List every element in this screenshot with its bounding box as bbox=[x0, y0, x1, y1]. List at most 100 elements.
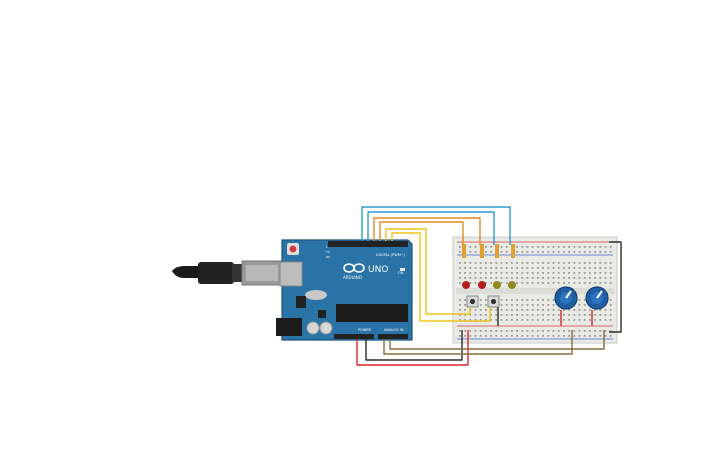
led-yellow-2[interactable] bbox=[508, 281, 516, 289]
breadboard-hole bbox=[531, 277, 534, 279]
breadboard-hole bbox=[485, 246, 487, 248]
wire-yellow bbox=[391, 232, 491, 322]
breadboard-hole bbox=[459, 319, 461, 321]
wire-orange bbox=[379, 221, 464, 245]
potentiometer-2[interactable] bbox=[585, 286, 609, 310]
breadboard-hole bbox=[469, 282, 472, 284]
breadboard-hole bbox=[578, 335, 581, 337]
microcontroller-chip bbox=[336, 304, 408, 322]
breadboard-hole bbox=[500, 309, 503, 311]
wires bbox=[356, 206, 622, 366]
breadboard-hole bbox=[599, 267, 602, 269]
wire-blue bbox=[367, 211, 495, 245]
breadboard-hole bbox=[552, 277, 555, 279]
breadboard-hole bbox=[521, 335, 524, 337]
breadboard-hole bbox=[511, 299, 513, 301]
led-red-2[interactable] bbox=[478, 281, 486, 289]
breadboard-hole bbox=[573, 282, 576, 284]
breadboard-hole bbox=[531, 272, 534, 274]
breadboard-hole bbox=[557, 262, 560, 264]
breadboard-hole bbox=[464, 299, 466, 301]
breadboard-hole bbox=[505, 319, 508, 321]
breadboard-hole bbox=[542, 277, 544, 279]
led-yellow-1[interactable] bbox=[493, 281, 501, 289]
breadboard-hole bbox=[469, 272, 472, 274]
breadboard-hole bbox=[609, 304, 612, 306]
breadboard-hole bbox=[537, 277, 539, 279]
breadboard-hole bbox=[568, 282, 570, 284]
potentiometer-1[interactable] bbox=[554, 286, 578, 310]
breadboard-hole bbox=[557, 309, 560, 311]
breadboard-hole bbox=[573, 267, 576, 269]
breadboard-hole bbox=[578, 262, 581, 264]
breadboard-hole bbox=[594, 246, 596, 248]
breadboard-hole bbox=[526, 309, 529, 311]
breadboard-hole bbox=[505, 262, 508, 264]
breadboard-hole bbox=[500, 335, 503, 337]
breadboard-hole bbox=[557, 319, 560, 321]
breadboard-hole bbox=[459, 299, 461, 301]
breadboard-hole bbox=[557, 314, 560, 316]
breadboard-hole bbox=[542, 251, 544, 253]
breadboard-hole bbox=[516, 309, 518, 311]
breadboard-hole bbox=[609, 299, 612, 301]
breadboard-hole bbox=[516, 314, 518, 316]
breadboard-hole bbox=[542, 304, 544, 306]
wire-blue bbox=[361, 206, 511, 245]
wire-red bbox=[356, 330, 469, 366]
breadboard-hole bbox=[537, 309, 539, 311]
breadboard-hole bbox=[557, 277, 560, 279]
breadboard-hole bbox=[542, 282, 544, 284]
breadboard-hole bbox=[589, 277, 591, 279]
breadboard-hole bbox=[516, 304, 518, 306]
breadboard-holes bbox=[459, 246, 612, 337]
led-row bbox=[462, 281, 516, 289]
breadboard-hole bbox=[516, 330, 518, 332]
led-red-1[interactable] bbox=[462, 281, 470, 289]
breadboard-hole bbox=[552, 267, 555, 269]
breadboard-hole bbox=[557, 272, 560, 274]
breadboard-hole bbox=[511, 309, 513, 311]
breadboard-hole bbox=[552, 251, 555, 253]
breadboard-hole bbox=[547, 314, 550, 316]
breadboard-hole bbox=[521, 319, 524, 321]
breadboard-hole bbox=[578, 282, 581, 284]
breadboard-hole bbox=[578, 330, 581, 332]
breadboard-hole bbox=[589, 282, 591, 284]
breadboard-hole bbox=[604, 277, 607, 279]
breadboard-hole bbox=[547, 262, 550, 264]
breadboard-hole bbox=[594, 272, 596, 274]
breadboard-hole bbox=[609, 335, 612, 337]
breadboard-hole bbox=[599, 335, 602, 337]
breadboard-hole bbox=[599, 319, 602, 321]
breadboard-hole bbox=[531, 251, 534, 253]
breadboard-hole bbox=[464, 335, 466, 337]
breadboard-hole bbox=[490, 282, 492, 284]
breadboard-hole bbox=[583, 299, 586, 301]
breadboard-hole bbox=[552, 282, 555, 284]
breadboard-hole bbox=[490, 277, 492, 279]
breadboard-hole bbox=[464, 314, 466, 316]
breadboard-hole bbox=[542, 299, 544, 301]
usb-cable[interactable] bbox=[172, 260, 283, 286]
breadboard-hole bbox=[531, 282, 534, 284]
breadboard-hole bbox=[568, 330, 570, 332]
breadboard-hole bbox=[578, 304, 581, 306]
arduino-board[interactable]: UNO ARDUINO DIGITAL (PWM~) POWER ANALOG … bbox=[276, 239, 413, 341]
breadboard-hole bbox=[609, 314, 612, 316]
breadboard-hole bbox=[459, 330, 461, 332]
breadboard-hole bbox=[516, 267, 518, 269]
breadboard-hole bbox=[464, 309, 466, 311]
breadboard-hole bbox=[537, 299, 539, 301]
breadboard-hole bbox=[464, 277, 466, 279]
breadboard-hole bbox=[490, 314, 492, 316]
breadboard-hole bbox=[557, 251, 560, 253]
breadboard-hole bbox=[469, 246, 472, 248]
breadboard-hole bbox=[531, 304, 534, 306]
breadboard-hole bbox=[563, 282, 565, 284]
breadboard-hole bbox=[505, 272, 508, 274]
breadboard-hole bbox=[474, 335, 477, 337]
breadboard-hole bbox=[568, 335, 570, 337]
breadboard-hole bbox=[547, 251, 550, 253]
